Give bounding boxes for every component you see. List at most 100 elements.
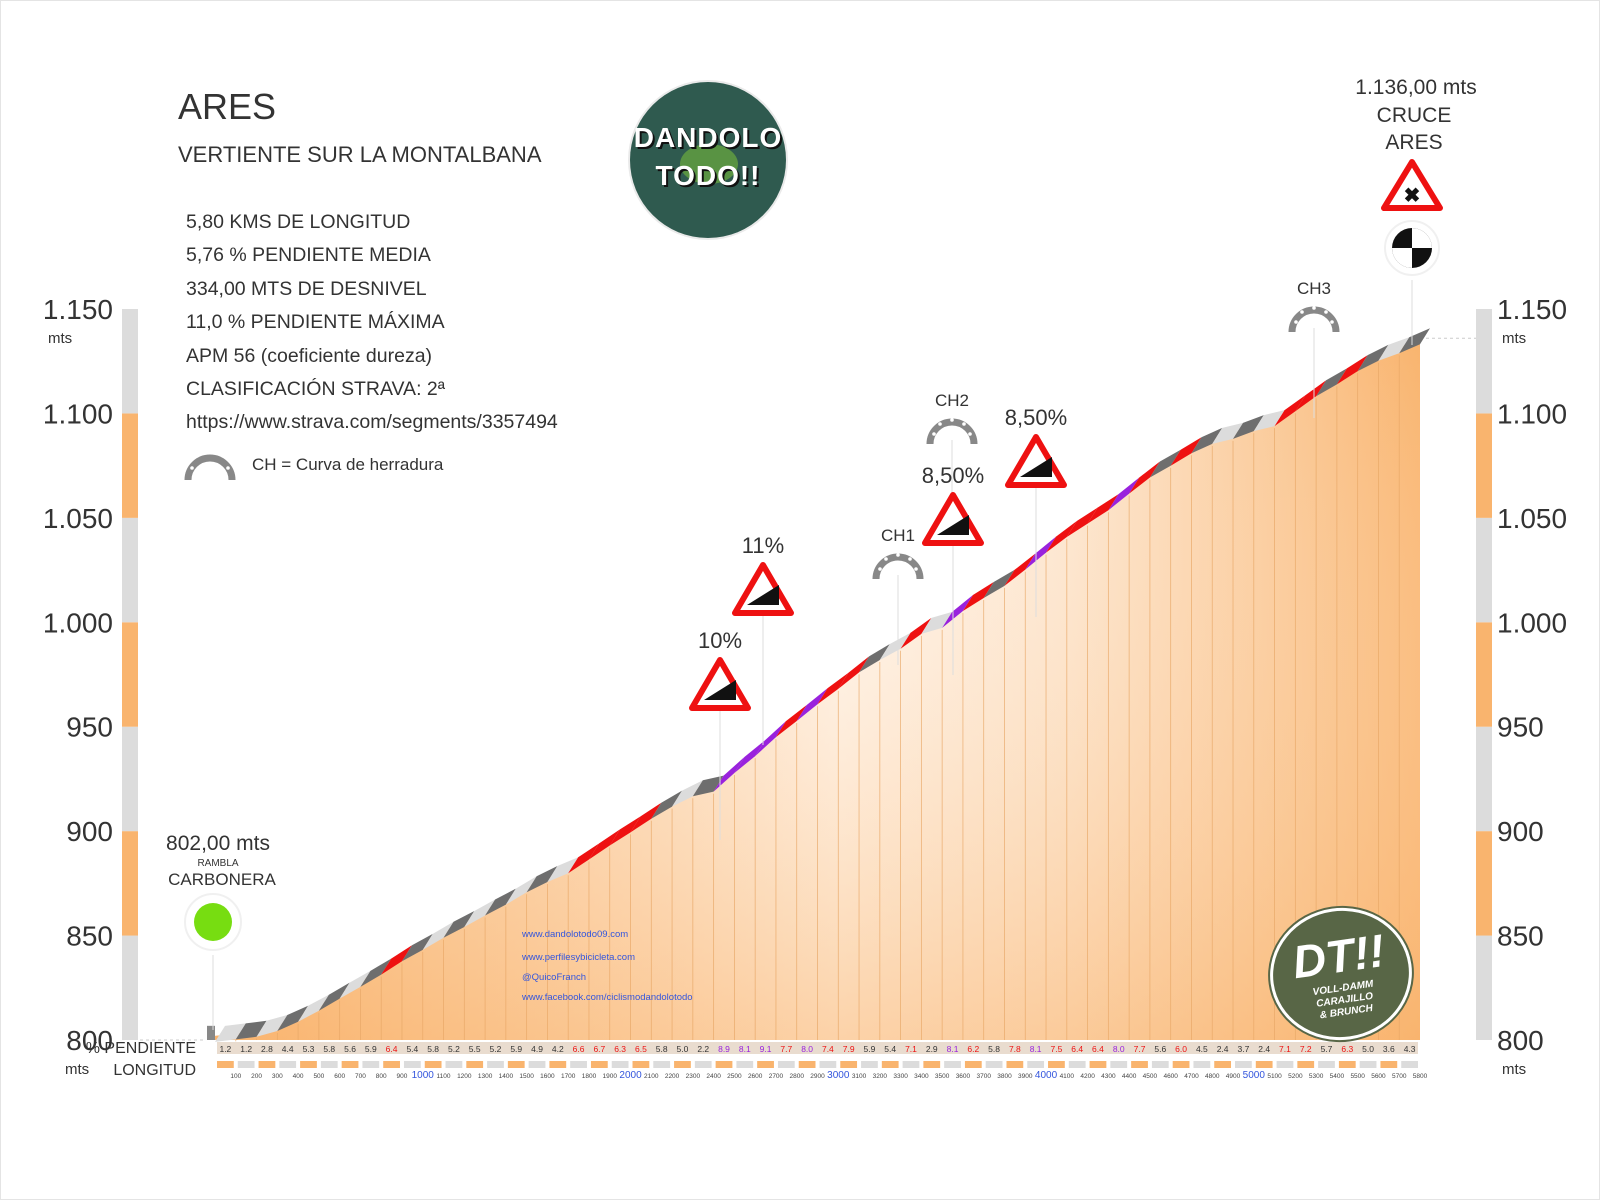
right-axis-band <box>1476 309 1492 414</box>
distance-label: 2400 <box>706 1073 721 1080</box>
gradient-ribbon-segment <box>381 945 412 975</box>
gradient-value: 5.6 <box>1154 1044 1166 1054</box>
logo-line2: TODO!! <box>655 160 761 191</box>
gradient-value: 6.7 <box>593 1044 605 1054</box>
link-twitter[interactable]: @QuicoFranch <box>522 972 587 983</box>
finish-name-label-1: CRUCE <box>1377 104 1452 127</box>
right-axis-band <box>1476 517 1492 623</box>
steep-gradient-sign-icon <box>1005 434 1067 488</box>
hairpin-icon <box>1288 306 1340 333</box>
gradient-ribbon-segment <box>651 790 683 819</box>
distance-band <box>777 1061 795 1068</box>
distance-band <box>1048 1061 1065 1068</box>
distance-label: 3400 <box>914 1073 929 1080</box>
left-tick-label: 900 <box>66 816 113 847</box>
distance-band <box>757 1061 774 1068</box>
steep-gradient-sign-icon <box>732 562 794 616</box>
hairpin-dot <box>896 553 900 557</box>
page-subtitle: VERTIENTE SUR LA MONTALBANA <box>178 142 542 167</box>
gradient-value: 9.1 <box>760 1044 772 1054</box>
gradient-ribbon-segment <box>1357 344 1389 372</box>
distance-label: 5000 <box>1243 1070 1266 1081</box>
gradient-sign-label: 8,50% <box>1005 405 1067 430</box>
distance-label: 4200 <box>1080 1073 1095 1080</box>
right-axis-band <box>1476 831 1492 936</box>
link-facebook[interactable]: www.facebook.com/ciclismodandolotodo <box>522 992 693 1003</box>
distance-band <box>1110 1061 1128 1068</box>
distance-label: 4800 <box>1205 1073 1220 1080</box>
gradient-ribbon-segment <box>547 857 579 883</box>
gradient-ribbon-segment <box>1295 380 1327 412</box>
gradient-value: 5.2 <box>448 1044 460 1054</box>
distance-band <box>445 1061 463 1068</box>
distance-band <box>1214 1061 1232 1068</box>
stat-max-gradient: 11,0 % PENDIENTE MÁXIMA <box>186 311 445 334</box>
right-top-unit: mts <box>1502 330 1526 347</box>
distance-band <box>320 1061 338 1068</box>
gradient-value: 5.5 <box>469 1044 481 1054</box>
gradient-ribbon-segment <box>1108 477 1140 511</box>
distance-label: 400 <box>293 1073 304 1080</box>
hairpin-dot <box>1294 320 1298 324</box>
left-bottom-unit: mts <box>65 1061 89 1078</box>
gradient-value: 2.4 <box>1217 1044 1229 1054</box>
left-tick-label: 1.150 <box>43 294 113 325</box>
gradient-ribbon-segment <box>755 721 786 757</box>
gradient-ribbon-segment <box>1399 328 1430 354</box>
gradient-value: 6.0 <box>1175 1044 1187 1054</box>
hairpin-dot <box>878 567 882 571</box>
distance-band <box>819 1061 837 1068</box>
gradient-ribbon-segment <box>526 866 558 893</box>
left-top-unit: mts <box>48 330 72 347</box>
hairpin-dot <box>1330 320 1334 324</box>
finish-elevation-label: 1.136,00 mts <box>1355 76 1476 99</box>
distance-label: 1200 <box>457 1073 472 1080</box>
hairpin-label: CH1 <box>881 526 915 545</box>
link-perfiles[interactable]: www.perfilesybicicleta.com <box>522 952 635 963</box>
gradient-ribbon-segment <box>339 970 371 999</box>
link-website[interactable]: www.dandolotodo09.com <box>522 929 629 940</box>
gradient-value: 6.2 <box>967 1044 979 1054</box>
gradient-ribbon-segment <box>1316 368 1347 397</box>
stat-avg-gradient: 5,76 % PENDIENTE MEDIA <box>186 244 431 267</box>
steep-gradient-sign-icon <box>689 657 751 711</box>
gradient-value: 4.4 <box>282 1044 294 1054</box>
distance-label: 5600 <box>1371 1073 1386 1080</box>
distance-band <box>237 1061 255 1068</box>
stat-strava-class: CLASIFICACIÓN STRAVA: 2ª <box>186 377 445 400</box>
distance-label: 4300 <box>1101 1073 1116 1080</box>
distance-label: 3900 <box>1018 1073 1033 1080</box>
distance-band <box>632 1061 650 1068</box>
distance-band <box>487 1061 504 1068</box>
gradient-ribbon-segment <box>1233 415 1264 439</box>
distance-label: 1800 <box>582 1073 597 1080</box>
hairpin-dot <box>914 567 918 571</box>
gradient-ribbon-segment <box>1066 507 1098 538</box>
distance-band <box>549 1061 567 1068</box>
distance-band <box>258 1061 276 1068</box>
distance-label: 200 <box>251 1073 262 1080</box>
distance-band <box>466 1061 484 1068</box>
distance-label: 100 <box>230 1073 241 1080</box>
right-tick-label: 950 <box>1497 712 1544 743</box>
distance-label: 4500 <box>1143 1073 1158 1080</box>
distance-band <box>653 1061 671 1068</box>
stat-strava-link[interactable]: https://www.strava.com/segments/3357494 <box>186 411 558 434</box>
gradient-value: 5.8 <box>656 1044 668 1054</box>
distance-label: 3200 <box>873 1073 888 1080</box>
distance-band <box>674 1061 691 1068</box>
hairpin-dot <box>938 422 942 426</box>
gradient-ribbon-segment <box>464 899 496 927</box>
right-tick-label: 800 <box>1497 1025 1544 1056</box>
distance-label: 4600 <box>1163 1073 1178 1080</box>
distance-band <box>1068 1061 1086 1068</box>
distance-band <box>1401 1061 1418 1068</box>
distance-label: 3100 <box>852 1073 867 1080</box>
left-tick-label: 1.050 <box>43 503 113 534</box>
distance-band <box>217 1061 234 1068</box>
distance-band <box>528 1061 546 1068</box>
gradient-ribbon-segment <box>1129 461 1160 494</box>
gradient-value: 5.0 <box>677 1044 689 1054</box>
gradient-sign-label: 8,50% <box>922 463 984 488</box>
